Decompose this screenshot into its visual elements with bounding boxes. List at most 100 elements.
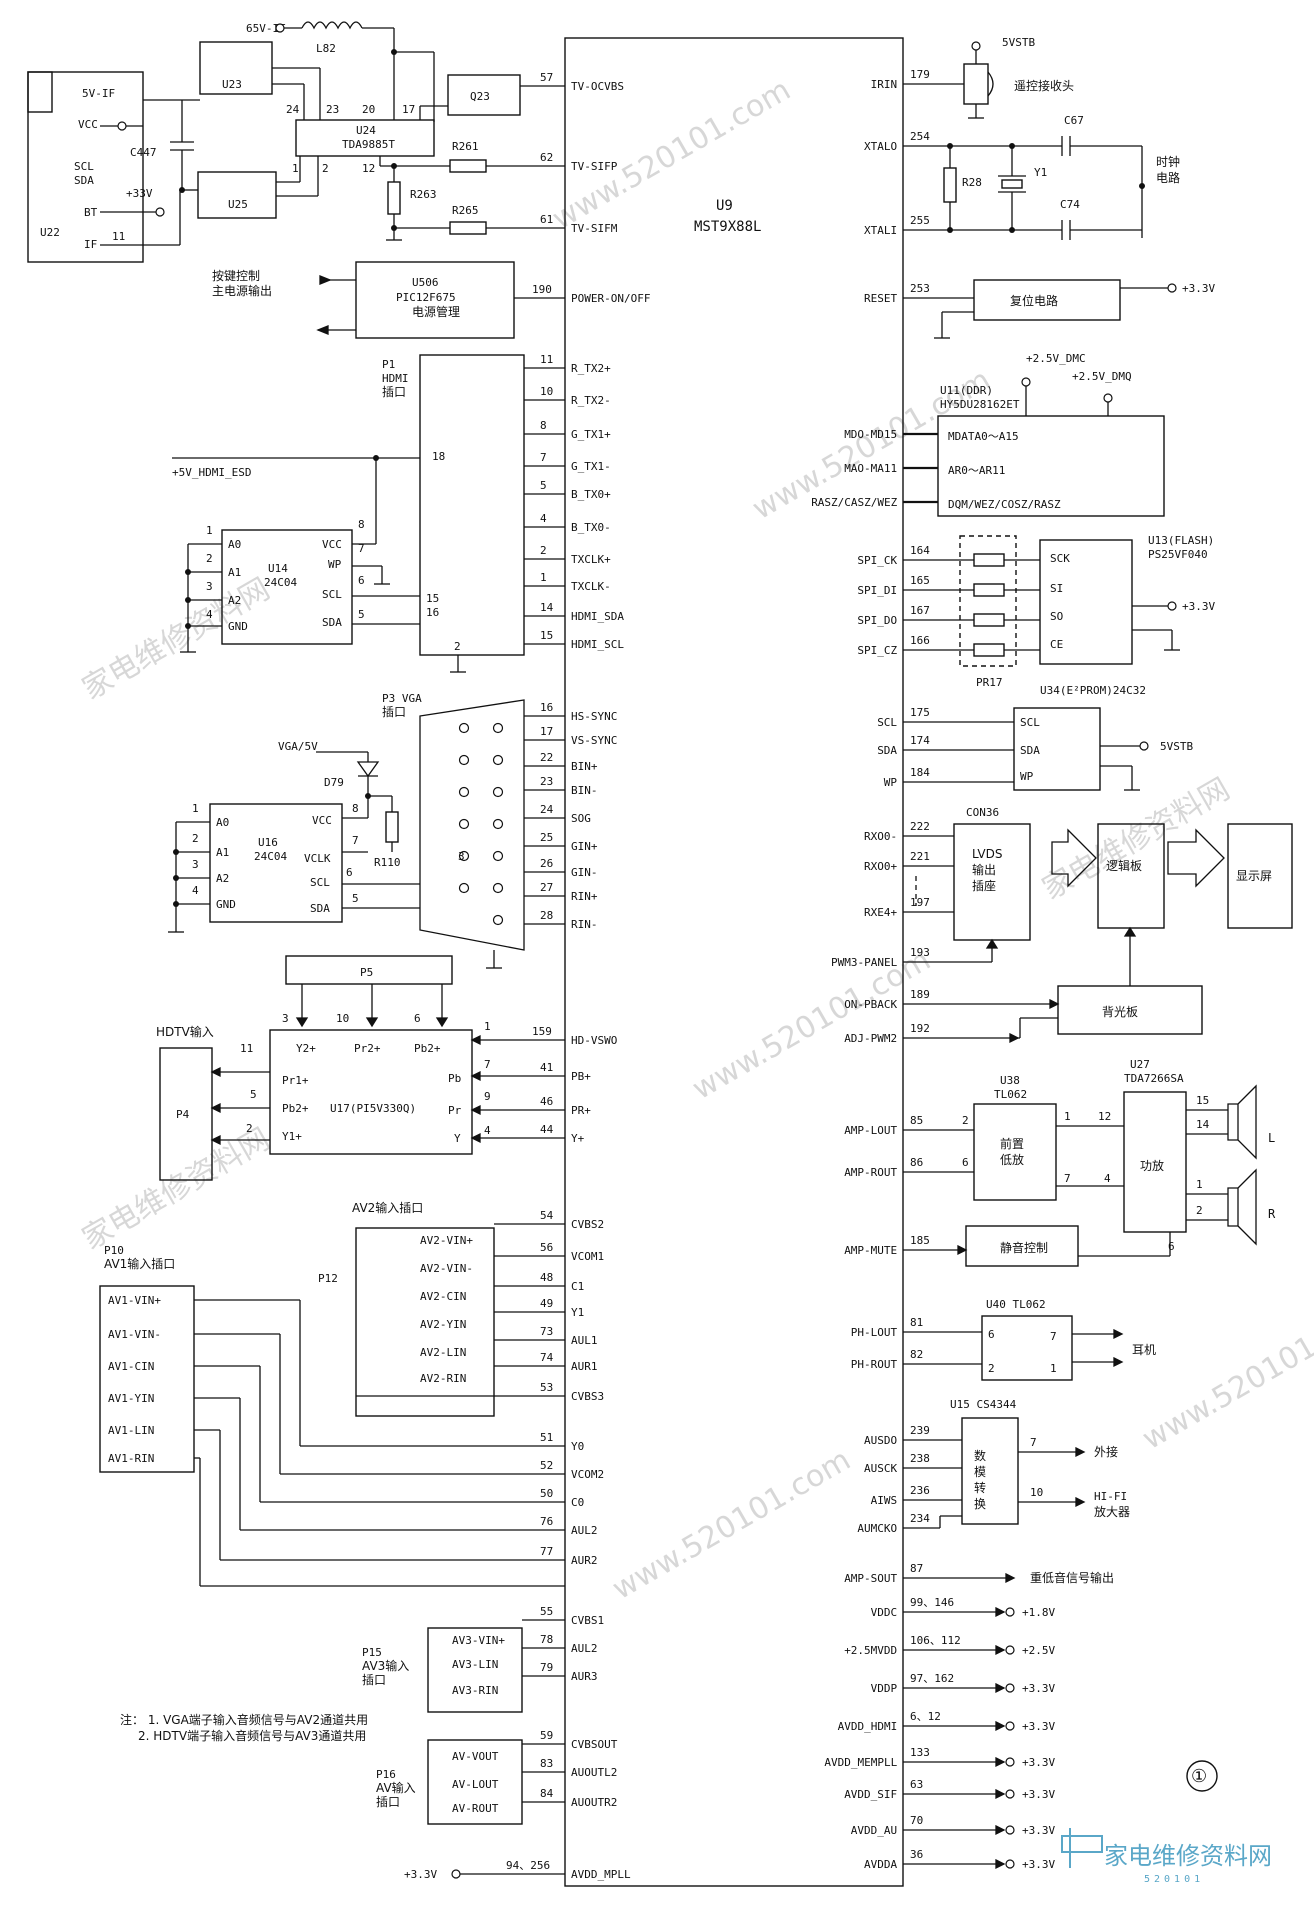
left-pin-num-cvbs1: 55: [540, 1605, 553, 1618]
watermark-brand-1: 家电维修资料网: [77, 572, 276, 707]
logo-domain: 520101: [1144, 1874, 1204, 1885]
u14-vcc: VCC: [322, 538, 342, 551]
flash-resistor-3: [973, 643, 1005, 657]
u17-pb: Pb: [448, 1072, 461, 1085]
right-pin-num-adj-pwm2: 192: [910, 1022, 930, 1035]
backlight-label: 背光板: [1102, 1005, 1138, 1019]
u14-part: 24C04: [264, 576, 297, 589]
right-pin-spi-di: SPI_DI: [857, 584, 897, 597]
hdtv-p5-pin3: 3: [282, 1012, 289, 1025]
label-u24-pin17: 17: [402, 103, 415, 116]
left-pin-num-aur1: 74: [540, 1351, 554, 1364]
u17-pr: Pr: [448, 1104, 462, 1117]
right-pin-xtalo: XTALO: [864, 140, 897, 153]
u17-y1: Y1+: [282, 1130, 302, 1143]
avout-ref: P16: [376, 1768, 396, 1781]
left-pin-pb: PB+: [571, 1070, 591, 1083]
left-pin-rin: RIN-: [571, 918, 598, 931]
right-pin-ph-rout: PH-ROUT: [851, 1358, 898, 1371]
u14-wp: WP: [328, 558, 342, 571]
right-pin-xtali: XTALI: [864, 224, 897, 237]
av1-pin-av1-vin: AV1-VIN-: [108, 1328, 161, 1341]
hdtv-p5-pin10: 10: [336, 1012, 349, 1025]
u506-main-label: 主电源输出: [212, 283, 272, 298]
amp-n7: 7: [1064, 1172, 1071, 1185]
left-pin-bin: BIN-: [571, 784, 598, 797]
eeprom-scl: SCL: [1020, 716, 1040, 729]
phone-n1: 1: [1050, 1362, 1057, 1375]
watermark-site-3: www.520101.com: [687, 942, 937, 1107]
hdtv-n4: 4: [484, 1124, 491, 1137]
phone-n7: 7: [1050, 1330, 1057, 1343]
eeprom-wp: WP: [1020, 770, 1034, 783]
hdtv-title: HDTV输入: [156, 1024, 214, 1039]
u14-gnd: GND: [228, 620, 248, 633]
vga-r110: R110: [374, 856, 401, 869]
hdtv-n9: 9: [484, 1090, 491, 1103]
av3-pin-av3-vin: AV3-VIN+: [452, 1634, 505, 1647]
left-pin-num-sog: 24: [540, 803, 554, 816]
u17-y: Y: [454, 1132, 461, 1145]
left-pin-power-on-off: POWER-ON/OFF: [571, 292, 650, 305]
right-pin-num-rxo0: 221: [910, 850, 930, 863]
tuner-u22: [27, 71, 144, 263]
flash-si: SI: [1050, 582, 1063, 595]
right-pin-mao-ma11: MAO-MA11: [844, 462, 897, 475]
left-pin-num-g-tx1: 8: [540, 419, 547, 432]
u17-pr2: Pr2+: [354, 1042, 381, 1055]
right-pin-ausdo: AUSDO: [864, 1434, 897, 1447]
label-u24: U24: [356, 124, 376, 137]
hdmi-p1-box: [419, 354, 525, 656]
lvds-con: CON36: [966, 806, 999, 819]
hdtv-p4-label: P4: [176, 1108, 190, 1121]
right-pin-spi-ck: SPI_CK: [857, 554, 897, 567]
left-pin-vcom2: VCOM2: [571, 1468, 604, 1481]
left-pin-hd-vswo: HD-VSWO: [571, 1034, 617, 1047]
left-pin-y0: Y0: [571, 1440, 584, 1453]
avout-pin-av-lout: AV-LOUT: [452, 1778, 499, 1791]
speaker-right: [1227, 1168, 1257, 1246]
tuner-q23: [447, 74, 521, 116]
right-pin-num-ausck: 238: [910, 1452, 930, 1465]
right-pin-num-amp-sout: 87: [910, 1562, 923, 1575]
right-pin-amp-rout: AMP-ROUT: [844, 1166, 897, 1179]
phone-label: 耳机: [1132, 1343, 1156, 1357]
crystal-y1: [1001, 179, 1023, 189]
left-pin-num-tv-sifm: 61: [540, 213, 553, 226]
label-u24-pin1: 1: [292, 162, 299, 175]
vga-pin-3: [492, 754, 504, 766]
label-bt: BT: [84, 206, 98, 219]
flash-part: PS25VF040: [1148, 548, 1208, 561]
left-pin-num-vs-sync: 17: [540, 725, 553, 738]
power-manager-u506: U506 PIC12F675 电源管理 按键控制 主电源输出: [212, 261, 565, 339]
left-pin-avdd-mpll: AVDD_MPLL: [571, 1868, 631, 1881]
right-pin-num-wp: 184: [910, 766, 930, 779]
vga-pin-4: [458, 786, 470, 798]
label-u24-pin24: 24: [286, 103, 300, 116]
lvds-output: CON36 LVDS 输出 插座 逻辑板 显示屏 背光板: [903, 806, 1293, 1044]
left-pin-num-power-on-off: 190: [532, 283, 552, 296]
amp-n14: 14: [1196, 1118, 1210, 1131]
dac-d3: 转: [974, 1480, 986, 1495]
flash-resistor-2: [973, 613, 1005, 627]
lvds-arrow-2: [1167, 828, 1225, 888]
av2-p12: P12: [318, 1272, 338, 1285]
av2-pin-av2-rin: AV2-RIN: [420, 1372, 466, 1385]
left-pin-b-tx0: B_TX0+: [571, 488, 611, 501]
label-u24-pin23: 23: [326, 103, 339, 116]
av3-sub: 插口: [362, 1673, 386, 1687]
right-pin-avdda: AVDDA: [864, 1858, 897, 1871]
right-pin-num-pwm3-panel: 193: [910, 946, 930, 959]
supply-term-1: [1005, 1645, 1015, 1655]
label-33v: +33V: [126, 187, 153, 200]
left-pin-bin: BIN+: [571, 760, 598, 773]
left-pin-num-gin: 25: [540, 831, 553, 844]
label-u25: U25: [228, 198, 248, 211]
left-pin-num-hdmi-scl: 15: [540, 629, 553, 642]
left-pin-num-b-tx0: 4: [540, 512, 547, 525]
supply-term-5: [1005, 1789, 1015, 1799]
u14-pin6: 6: [358, 574, 365, 587]
left-pin-pr: PR+: [571, 1104, 591, 1117]
phone-u40: U40 TL062: [986, 1298, 1046, 1311]
left-pin-txclk: TXCLK+: [571, 553, 611, 566]
